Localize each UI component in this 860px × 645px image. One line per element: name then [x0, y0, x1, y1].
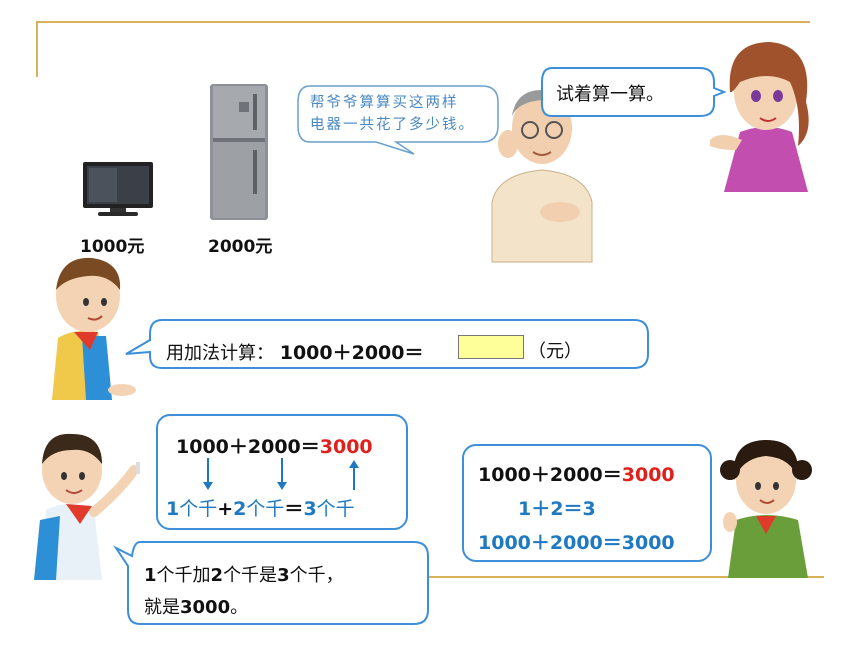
arrow-down-1-head — [203, 482, 213, 490]
girl-illustration — [720, 440, 812, 578]
method-one-arrows — [203, 458, 359, 490]
method-two-line-3: 1000＋2000＝3000 — [478, 532, 675, 554]
explain-line-1: 1个千加2个千是3个千， — [144, 560, 344, 592]
explain-line2-a: 就是 — [144, 597, 180, 618]
method-one-thousands: 1个千+2个千＝3个千 — [166, 494, 355, 521]
method-one-equals: ＝ — [284, 498, 304, 520]
thousand-count-3: 3 — [303, 498, 317, 520]
method-one-plus: + — [217, 498, 234, 520]
explain-text-1: 个千加 — [156, 565, 211, 586]
teacher-illustration — [710, 42, 809, 192]
method-one-eq-left: 1000＋2000＝ — [176, 436, 320, 458]
method-two-eq-result: 3000 — [621, 464, 675, 486]
addition-unit: （元） — [528, 341, 582, 362]
grandpa-speech-line2: 电器一共花了多少钱。 — [310, 117, 475, 133]
explain-num-1: 1 — [144, 565, 157, 586]
thousand-count-2: 2 — [233, 498, 247, 520]
left-rule — [36, 21, 38, 77]
addition-line: 用加法计算： 1000＋2000＝ — [166, 338, 424, 365]
method-one-equation: 1000＋2000＝3000 — [176, 432, 373, 459]
method-two-line-1: 1000＋2000＝3000 — [478, 460, 675, 487]
arrow-down-2-head — [277, 482, 287, 490]
tv-price: 1000元 — [80, 237, 145, 257]
teacher-speech: 试着算一算。 — [556, 84, 664, 105]
method-one-eq-result: 3000 — [319, 436, 373, 458]
thousand-count-1: 1 — [166, 498, 180, 520]
boy-pointing-illustration — [52, 257, 136, 400]
addition-equation: 1000＋2000＝ — [279, 342, 424, 364]
arrow-up-3-head — [349, 460, 359, 468]
addition-prefix: 用加法计算： — [166, 343, 274, 364]
answer-box[interactable] — [458, 335, 524, 359]
top-rule — [36, 21, 810, 23]
thousand-unit-1: 个千 — [179, 498, 218, 520]
explain-text-2: 个千是 — [223, 565, 278, 586]
grandpa-speech-line1: 帮爷爷算算买这两样 — [310, 95, 459, 111]
boy-chalk-illustration — [34, 433, 140, 580]
explain-line2-num: 3000 — [180, 597, 231, 618]
thousand-unit-2: 个千 — [246, 498, 285, 520]
explain-text: 1个千加2个千是3个千， 就是3000。 — [144, 560, 344, 624]
fridge-price: 2000元 — [208, 237, 273, 257]
bottom-rule — [128, 576, 824, 578]
tv-illustration — [83, 162, 153, 216]
explain-line-2: 就是3000。 — [144, 592, 344, 624]
grandpa-illustration — [491, 90, 593, 263]
thousand-unit-3: 个千 — [316, 498, 355, 520]
explain-num-3: 3 — [277, 565, 290, 586]
method-two-bubble — [462, 444, 712, 562]
fridge-illustration — [210, 84, 268, 220]
explain-text-3: 个千， — [289, 565, 344, 586]
explain-bubble-frame — [113, 541, 429, 625]
grandpa-speech-bubble — [297, 85, 499, 155]
method-two-line-2: 1＋2＝3 — [518, 498, 596, 520]
explain-line2-b: 。 — [230, 597, 249, 618]
grandpa-speech: 帮爷爷算算买这两样 电器一共花了多少钱。 — [310, 92, 475, 136]
method-two-eq-left: 1000＋2000＝ — [478, 464, 622, 486]
explain-num-2: 2 — [210, 565, 224, 586]
teacher-speech-bubble — [541, 67, 727, 117]
